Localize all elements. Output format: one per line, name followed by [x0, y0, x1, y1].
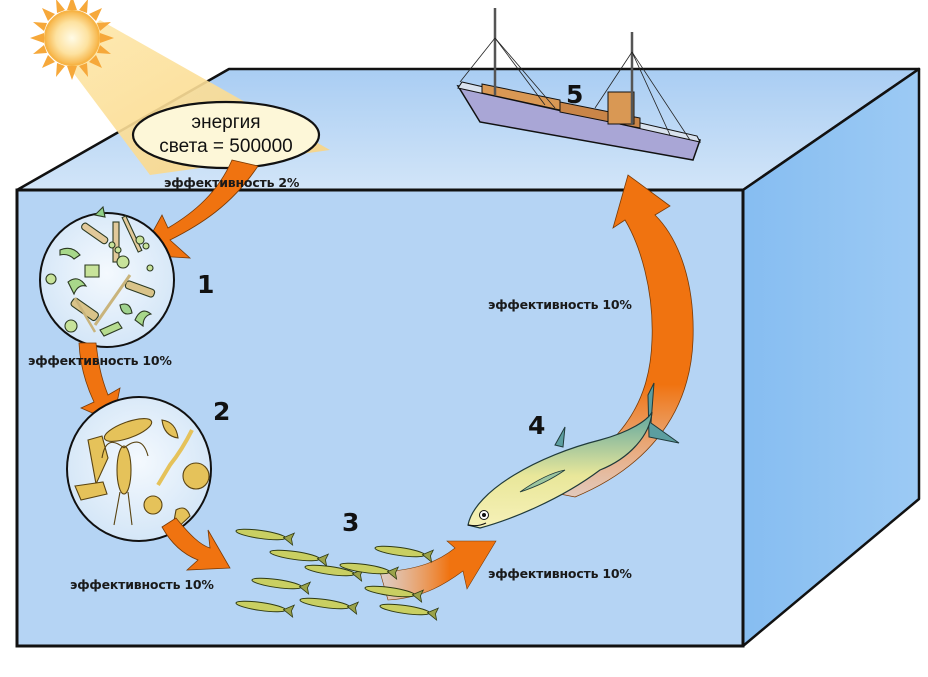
- efficiency-label-1-2: эффективность 10%: [28, 353, 172, 368]
- level-number-4: 4: [528, 411, 546, 440]
- small-fish: [374, 545, 435, 564]
- phytoplankton-circle: [39, 205, 175, 348]
- level-number-3: 3: [342, 508, 360, 537]
- small-fish: [235, 600, 296, 619]
- arrow-predator-to-boat: [538, 174, 694, 498]
- efficiency-label-4-5: эффективность 10%: [488, 297, 632, 312]
- fishing-boat: [456, 8, 701, 161]
- small-fish: [269, 549, 330, 568]
- predator-fish: [467, 382, 680, 529]
- sun-icon: [30, 0, 114, 80]
- small-fish-school: [235, 528, 440, 622]
- small-fish: [379, 603, 440, 622]
- efficiency-label-sun: эффективность 2%: [164, 175, 300, 190]
- level-number-1: 1: [197, 270, 215, 299]
- arrow-zooplankton-to-smallfish: [161, 517, 231, 571]
- small-fish: [235, 528, 296, 547]
- efficiency-label-2-3: эффективность 10%: [70, 577, 214, 592]
- zooplankton-circle: [66, 396, 212, 542]
- energy-label: энергия света = 500000: [136, 100, 316, 170]
- energy-ellipse: [131, 100, 321, 170]
- arrow-sun-to-phytoplankton: [139, 159, 259, 259]
- level-number-2: 2: [213, 397, 231, 426]
- small-fish: [339, 562, 400, 581]
- small-fish: [364, 585, 425, 604]
- level-number-5: 5: [566, 80, 584, 109]
- energy-label-line1: энергия: [191, 112, 261, 133]
- small-fish: [299, 597, 360, 616]
- small-fish: [251, 577, 312, 596]
- efficiency-label-3-4: эффективность 10%: [488, 566, 632, 581]
- energy-label-line2: света = 500000: [159, 136, 293, 157]
